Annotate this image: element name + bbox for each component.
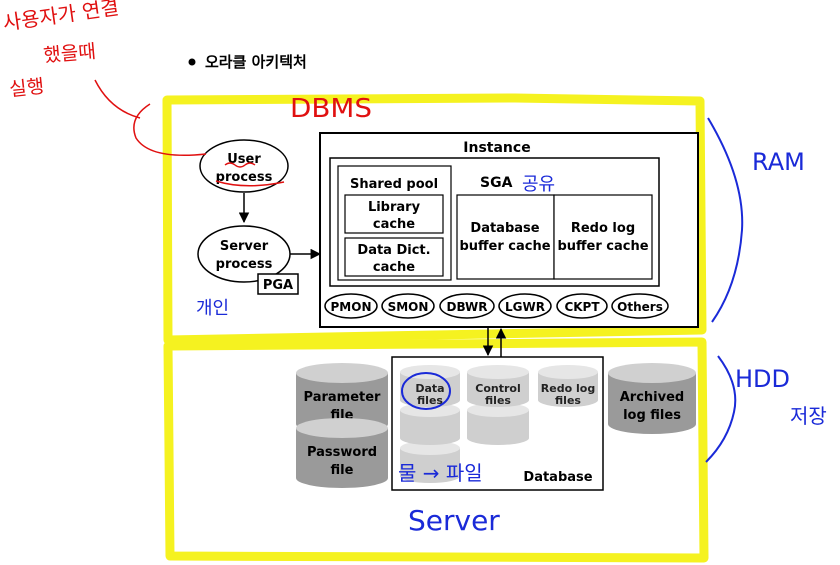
- redo-log-files-line2: files: [555, 394, 581, 407]
- password-file-line2: file: [331, 463, 354, 478]
- redo-log-buffer-box: [553, 194, 653, 280]
- user-process-squiggle: [224, 162, 256, 168]
- db-buffer-cache-box: [456, 194, 555, 280]
- note-shared: 공유: [522, 174, 555, 195]
- server-process-line1: Server: [220, 239, 269, 254]
- process-others-oval: [611, 293, 669, 319]
- sga-label: SGA: [480, 175, 513, 191]
- library-cache-line1: Library: [368, 200, 421, 215]
- data-files-circle: [401, 372, 451, 410]
- process-pmon: PMON: [331, 300, 372, 314]
- process-dbwr: DBWR: [447, 300, 488, 314]
- server-process-line2: process: [216, 257, 273, 272]
- redo-log-files-line1: Redo log: [541, 382, 595, 395]
- note-file: 물 → 파일: [398, 461, 483, 485]
- parameter-file-cylinder: Parameter file: [296, 363, 388, 434]
- library-cache-line2: cache: [373, 217, 415, 232]
- note-hdd: HDD: [735, 365, 790, 393]
- process-smon: SMON: [388, 300, 429, 314]
- control-files-line2: files: [485, 394, 511, 407]
- data-dict-cache-line1: Data Dict.: [357, 243, 430, 258]
- note-storage: 저장: [790, 404, 827, 428]
- parameter-file-line1: Parameter: [304, 390, 382, 405]
- password-file-cylinder: Password file: [296, 418, 388, 488]
- data-files-line2: files: [417, 394, 443, 407]
- process-pmon-oval: [324, 293, 378, 319]
- database-label: Database: [523, 470, 592, 485]
- db-buffer-cache-line2: buffer cache: [459, 239, 550, 254]
- archived-log-files-line2: log files: [623, 408, 681, 423]
- process-smon-oval: [381, 293, 435, 319]
- process-others: Others: [617, 300, 663, 314]
- hdd-bracket: [705, 355, 737, 463]
- user-process-line2: process: [216, 170, 273, 185]
- db-buffer-cache-line1: Database: [470, 221, 539, 236]
- note-dbms: DBMS: [290, 94, 372, 124]
- page-heading: 오라클 아키텍처: [205, 53, 307, 71]
- process-ckpt: CKPT: [564, 300, 600, 314]
- background-processes: PMON SMON DBWR LGWR CKPT Others: [324, 293, 669, 319]
- data-dict-cache-box: [344, 237, 444, 277]
- process-dbwr-oval: [439, 293, 495, 319]
- control-files-cylinders: Control files: [467, 365, 529, 445]
- archived-log-files-line1: Archived: [620, 390, 685, 405]
- heading-bullet: [188, 58, 196, 66]
- redo-log-buffer-line2: buffer cache: [557, 239, 648, 254]
- user-process-underline: [215, 180, 285, 187]
- note-server: Server: [408, 504, 500, 537]
- shared-pool-label: Shared pool: [350, 177, 438, 192]
- ram-bracket: [707, 117, 744, 323]
- note-pointer-stroke: [94, 79, 141, 119]
- instance-title: Instance: [463, 140, 530, 156]
- data-files-line1: Data: [415, 382, 444, 395]
- data-dict-cache-line2: cache: [373, 260, 415, 275]
- process-lgwr: LGWR: [505, 300, 545, 314]
- note-connect-line3: 실행: [8, 75, 45, 101]
- archived-log-files-cylinder: Archived log files: [608, 363, 696, 434]
- note-connect-line2: 했을때: [43, 40, 97, 66]
- pga-box: [257, 273, 299, 295]
- note-connect-line1: 사용자가 연결: [1, 0, 120, 35]
- note-ram: RAM: [752, 148, 805, 176]
- control-files-line1: Control: [475, 382, 520, 395]
- redo-log-files-cylinder: Redo log files: [538, 365, 598, 407]
- pga-label: PGA: [263, 278, 293, 293]
- note-private: 개인: [196, 298, 229, 319]
- library-cache-box: [344, 194, 444, 234]
- password-file-line1: Password: [307, 445, 377, 460]
- process-ckpt-oval: [556, 293, 608, 319]
- redo-log-buffer-line1: Redo log: [571, 221, 635, 236]
- process-lgwr-oval: [498, 293, 552, 319]
- note-pointer-arrow: [133, 103, 207, 157]
- dbms-highlight-frame: [162, 93, 709, 563]
- data-files-cylinders: Data files: [400, 365, 460, 483]
